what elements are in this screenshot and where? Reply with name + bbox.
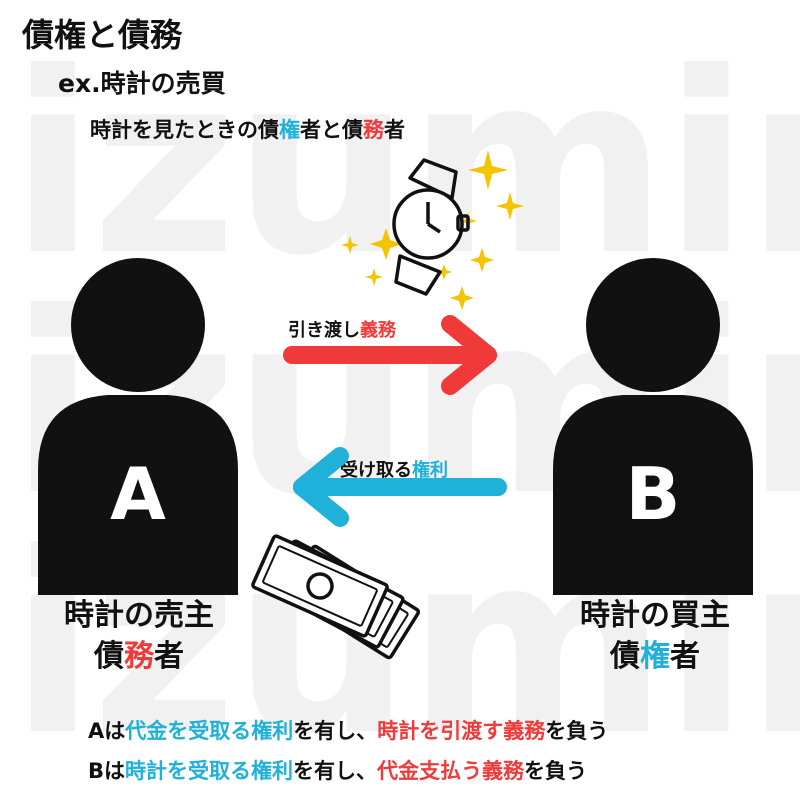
caption: 時計を見たときの債権者と債務者 bbox=[90, 114, 405, 144]
person-b-line2-part: 債 bbox=[610, 638, 640, 674]
arrow-top-label-plain: 引き渡し bbox=[288, 320, 360, 341]
caption-part: 権 bbox=[279, 118, 300, 142]
person-a-line2-part: 債 bbox=[94, 638, 124, 674]
person-b-line1: 時計の買主 bbox=[580, 598, 730, 633]
footer-part: Bは bbox=[88, 759, 126, 783]
person-b-line2: 債権者 bbox=[546, 637, 764, 678]
footer-part: 時計を受取る権利 bbox=[125, 759, 294, 783]
person-a-line2-part: 者 bbox=[154, 638, 184, 674]
person-a-label: 時計の売主 債務者 bbox=[30, 596, 248, 677]
footer-line-b: Bは時計を受取る権利を有し、代金支払う義務を負う bbox=[88, 755, 587, 785]
footer-part: を有し、 bbox=[293, 759, 378, 783]
footer-part: を負う bbox=[545, 719, 609, 743]
arrow-bottom-label-colored: 権利 bbox=[412, 460, 448, 481]
footer-part: 時計を引渡す義務 bbox=[377, 719, 546, 743]
caption-part: 者と債 bbox=[300, 118, 363, 142]
person-b-line2-part: 者 bbox=[670, 638, 700, 674]
caption-part: 者 bbox=[384, 118, 405, 142]
arrow-top-label: 引き渡し義務 bbox=[288, 316, 396, 342]
arrow-bottom-label: 受け取る権利 bbox=[340, 456, 448, 482]
caption-part: 時計を見たときの債 bbox=[90, 118, 279, 142]
person-a-letter: A bbox=[110, 452, 166, 536]
person-b-label: 時計の買主 債権者 bbox=[546, 596, 764, 677]
footer-part: Aは bbox=[88, 719, 126, 743]
page-subtitle: ex.時計の売買 bbox=[58, 69, 226, 98]
person-a-line2-part: 務 bbox=[124, 638, 154, 674]
footer-part: 代金を受取る権利 bbox=[125, 719, 294, 743]
caption-part: 務 bbox=[363, 118, 384, 142]
person-b-letter: B bbox=[625, 452, 681, 536]
footer-part: 代金支払う義務 bbox=[377, 759, 525, 783]
footer-line-a: Aは代金を受取る権利を有し、時計を引渡す義務を負う bbox=[88, 715, 608, 745]
arrow-top-label-colored: 義務 bbox=[360, 320, 396, 341]
person-a-line1: 時計の売主 bbox=[64, 598, 214, 633]
person-a-line2: 債務者 bbox=[30, 637, 248, 678]
arrow-bottom-label-plain: 受け取る bbox=[340, 460, 412, 481]
footer-part: を有し、 bbox=[293, 719, 378, 743]
person-b-line2-part: 権 bbox=[640, 638, 670, 674]
page-title: 債権と債務 bbox=[22, 16, 183, 54]
footer-part: を負う bbox=[524, 759, 588, 783]
